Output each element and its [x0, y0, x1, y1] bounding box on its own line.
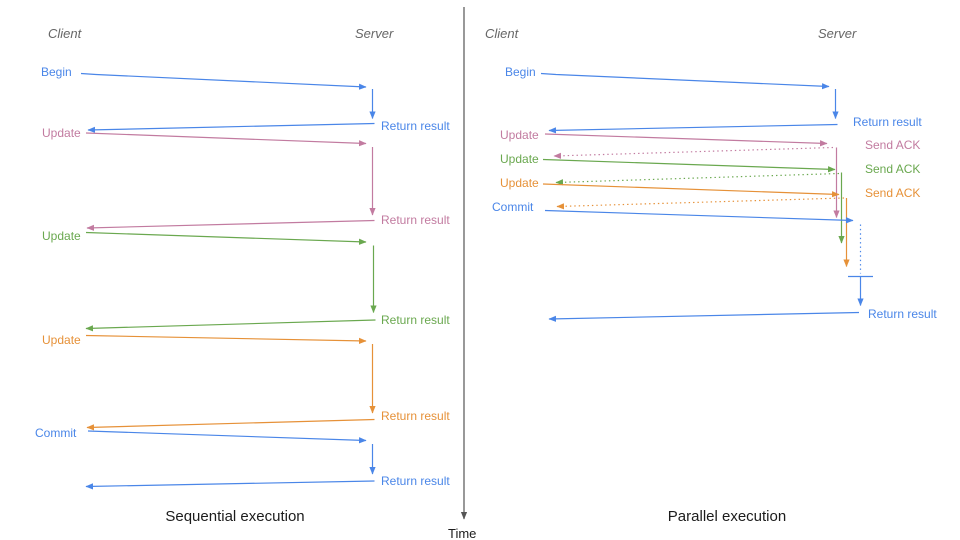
- par-update1-label: Update: [500, 128, 539, 142]
- seq-update2-label: Update: [42, 229, 81, 243]
- par-commit-label: Commit: [492, 200, 534, 214]
- seq-client-header: Client: [48, 26, 83, 41]
- sequential-title: Sequential execution: [165, 508, 304, 525]
- par-begin-label: Begin: [505, 65, 536, 79]
- par-commit-response-label: Return result: [868, 307, 937, 321]
- seq-update2-return-arrow: [85, 319, 376, 332]
- par-update1-response-label: Send ACK: [865, 138, 920, 152]
- par-update3-request-arrow: [542, 183, 840, 198]
- par-begin-return-arrow: [548, 123, 838, 134]
- seq-update3-response-label: Return result: [381, 409, 450, 423]
- parallel-diagram: Client Server Begin Return result Update…: [485, 26, 937, 525]
- seq-update1-return-arrow: [86, 219, 375, 231]
- seq-commit-request-arrow: [87, 430, 367, 444]
- par-update2-request-arrow: [542, 158, 836, 173]
- par-commit-request-arrow: [544, 209, 854, 224]
- par-server-header: Server: [818, 26, 857, 41]
- seq-commit-label: Commit: [35, 426, 77, 440]
- seq-begin-response-label: Return result: [381, 119, 450, 133]
- parallel-title: Parallel execution: [668, 508, 786, 525]
- seq-update1-request-arrow: [85, 132, 367, 147]
- par-update1-request-arrow: [544, 133, 828, 147]
- par-begin-response-label: Return result: [853, 115, 922, 129]
- seq-update2-request-arrow: [85, 231, 367, 245]
- seq-begin-label: Begin: [41, 65, 72, 79]
- seq-commit-response-label: Return result: [381, 474, 450, 488]
- seq-commit-return-arrow: [85, 480, 375, 490]
- seq-update1-label: Update: [42, 126, 81, 140]
- par-commit-return-arrow: [548, 311, 860, 322]
- time-axis-label: Time: [448, 526, 476, 540]
- sequential-diagram: Client Server Begin Return result Update…: [35, 26, 450, 525]
- seq-update3-return-arrow: [86, 418, 375, 431]
- seq-update3-label: Update: [42, 333, 81, 347]
- seq-begin-return-arrow: [87, 122, 375, 133]
- seq-server-header: Server: [355, 26, 394, 41]
- par-client-header: Client: [485, 26, 520, 41]
- par-update2-response-label: Send ACK: [865, 162, 920, 176]
- seq-update3-request-arrow: [85, 334, 367, 344]
- par-begin-request-arrow: [540, 72, 830, 90]
- par-update3-ack-arrow: [556, 197, 845, 210]
- seq-update2-response-label: Return result: [381, 313, 450, 327]
- par-update2-ack-arrow: [555, 172, 840, 186]
- seq-begin-request-arrow: [80, 72, 367, 90]
- par-update2-label: Update: [500, 152, 539, 166]
- time-axis: Time: [448, 7, 476, 540]
- seq-update1-response-label: Return result: [381, 213, 450, 227]
- par-update3-response-label: Send ACK: [865, 186, 920, 200]
- par-update1-ack-arrow: [553, 146, 834, 159]
- par-update3-label: Update: [500, 176, 539, 190]
